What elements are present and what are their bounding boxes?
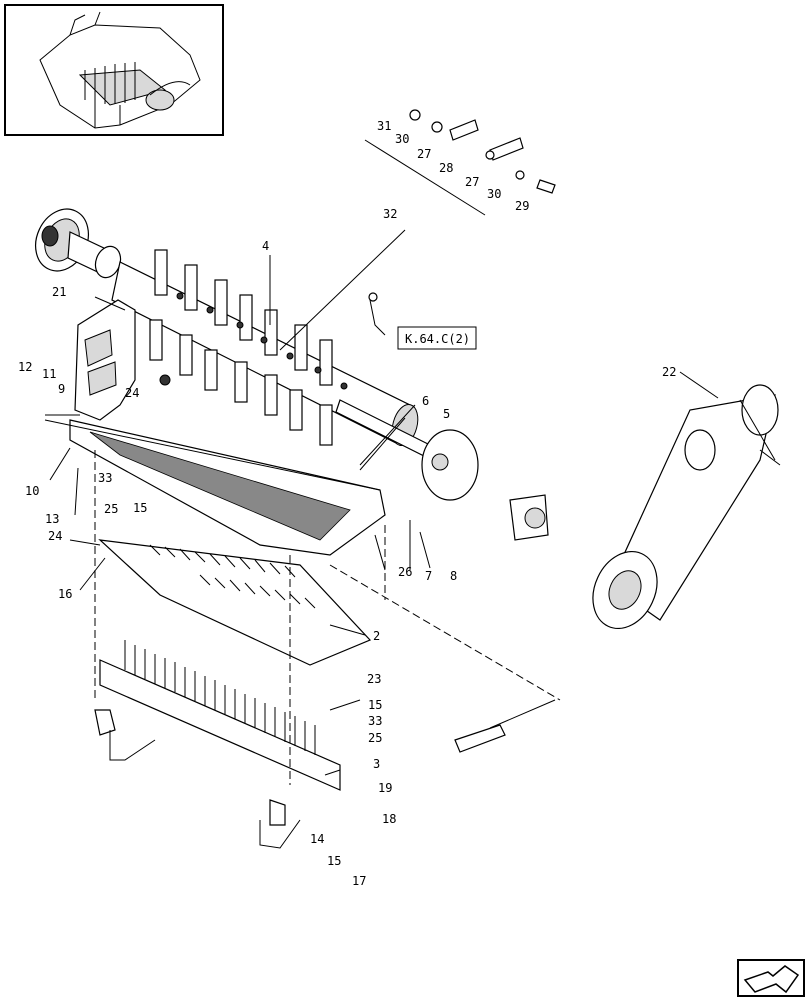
callout-17: 17 <box>352 874 366 888</box>
callout-3: 3 <box>373 757 380 771</box>
callout-14: 14 <box>310 832 324 846</box>
belt-drive <box>592 384 781 630</box>
callout-13: 13 <box>45 512 59 526</box>
callout-24b: 24 <box>48 529 62 543</box>
callout-15b: 15 <box>368 698 382 712</box>
callout-26: 26 <box>398 565 412 579</box>
callout-5: 5 <box>443 407 450 421</box>
callout-labels: 31 30 27 28 27 30 29 32 4 21 22 12 11 9 … <box>18 119 676 888</box>
callout-15c: 15 <box>327 854 341 868</box>
machine-thumbnail <box>4 4 224 136</box>
callout-15a: 15 <box>133 501 147 515</box>
callout-21: 21 <box>52 285 66 299</box>
callout-2: 2 <box>373 629 380 643</box>
callout-28: 28 <box>439 161 453 175</box>
reference-box-label: K.64.C(2) <box>405 332 470 346</box>
callout-9: 9 <box>58 382 65 396</box>
callout-22: 22 <box>662 365 676 379</box>
small-bracket <box>368 292 386 336</box>
comb-plate <box>98 539 372 666</box>
callout-19: 19 <box>378 781 392 795</box>
callout-16: 16 <box>58 587 72 601</box>
callout-18: 18 <box>382 812 396 826</box>
next-page-arrow-icon[interactable] <box>737 959 805 997</box>
rotor-assembly <box>111 249 441 463</box>
callout-11: 11 <box>42 367 56 381</box>
callout-24a: 24 <box>125 386 139 400</box>
callout-7: 7 <box>425 569 432 583</box>
levers <box>94 699 556 849</box>
callout-25b: 25 <box>368 731 382 745</box>
side-plate <box>74 299 171 421</box>
left-pulley <box>35 208 122 279</box>
callout-30: 30 <box>395 132 409 146</box>
concave-grate <box>44 414 386 556</box>
callout-27b: 27 <box>465 175 479 189</box>
callout-31: 31 <box>377 119 391 133</box>
callout-23: 23 <box>367 672 381 686</box>
callout-27: 27 <box>417 147 431 161</box>
callout-12: 12 <box>18 360 32 374</box>
callout-32: 32 <box>383 207 397 221</box>
leader-lines <box>49 229 719 776</box>
hardware-stack <box>364 109 556 216</box>
callout-4: 4 <box>262 239 269 253</box>
callout-33b: 33 <box>368 714 382 728</box>
callout-6: 6 <box>422 394 429 408</box>
callout-10: 10 <box>25 484 39 498</box>
callout-8: 8 <box>450 569 457 583</box>
callout-30b: 30 <box>487 187 501 201</box>
reference-box[interactable]: K.64.C(2) <box>397 326 477 350</box>
bearing-disk <box>421 429 549 541</box>
knife-bank <box>99 640 341 791</box>
dashed-leaders <box>94 450 561 785</box>
callout-29: 29 <box>515 199 529 213</box>
callout-33a: 33 <box>98 471 112 485</box>
callout-25a: 25 <box>104 502 118 516</box>
